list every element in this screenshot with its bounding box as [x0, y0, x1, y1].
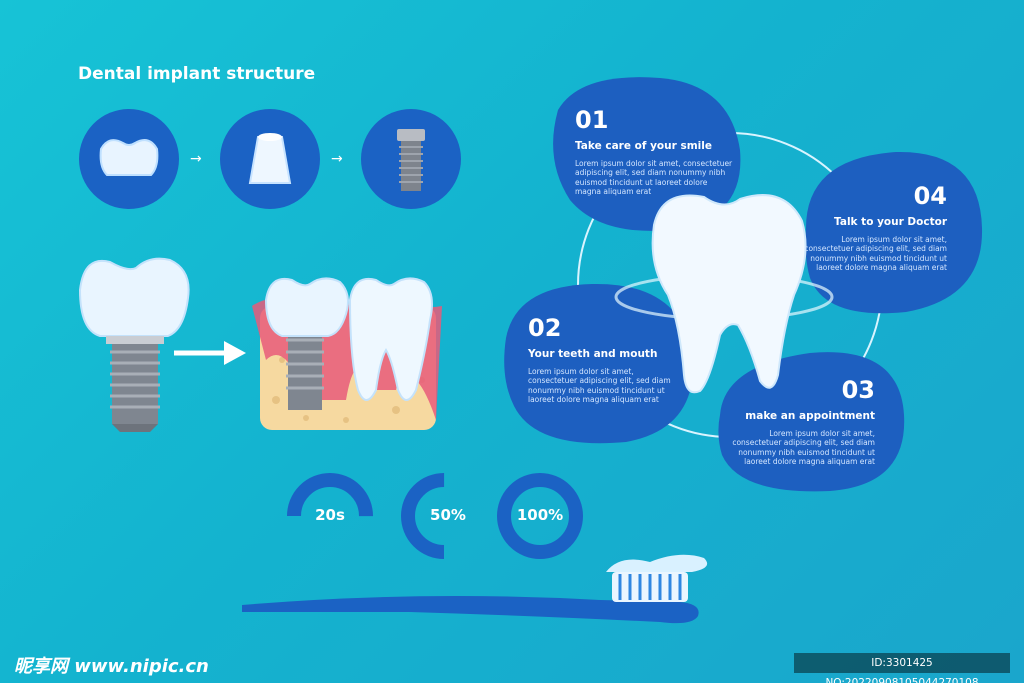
step-heading: Your teeth and mouth [528, 348, 658, 360]
blob-01 [553, 77, 741, 231]
step-heading: Take care of your smile [575, 140, 712, 152]
step-number: 02 [528, 314, 562, 342]
watermark-id: ID:3301425 NO:20220908105044270108 [794, 653, 1010, 683]
arrow-right-icon: → [190, 151, 202, 167]
step-01: 01 Take care of your smile Lorem ipsum d… [575, 106, 735, 197]
screw-icon [397, 129, 425, 191]
page-title: Dental implant structure [78, 64, 316, 84]
abutment-circle [220, 109, 320, 209]
toothbrush-illustration [242, 554, 708, 624]
ring-50 [401, 473, 487, 559]
arrow-right-icon: → [331, 151, 343, 167]
step-body: Lorem ipsum dolor sit amet, consectetuer… [575, 159, 733, 197]
watermark-left: 昵享网 www.nipic.cn [14, 656, 209, 677]
blob-04 [805, 151, 983, 314]
step-number: 04 [913, 182, 947, 210]
implant-illustration [78, 257, 190, 432]
step-heading: make an appointment [745, 410, 875, 422]
abutment-icon [248, 133, 292, 184]
blob-02 [504, 283, 694, 444]
step-number: 01 [575, 106, 609, 134]
step-heading: Talk to your Doctor [834, 216, 947, 228]
crown-circle [79, 109, 179, 209]
ring-100 [497, 473, 583, 559]
ring-label-20s: 20s [315, 506, 345, 524]
ring-label-50: 50% [430, 506, 466, 524]
step-body: Lorem ipsum dolor sit amet,consectetuer … [804, 235, 947, 273]
crown-icon [99, 139, 159, 176]
step-body: Lorem ipsum dolor sit amet,consectetuer … [528, 367, 671, 405]
step-04: 04 Talk to your Doctor Lorem ipsum dolor… [802, 182, 947, 273]
step-number: 03 [841, 376, 875, 404]
step-02: 02 Your teeth and mouth Lorem ipsum dolo… [528, 314, 688, 405]
ring-20s [287, 473, 373, 559]
step-03: 03 make an appointment Lorem ipsum dolor… [730, 376, 875, 467]
step-body: Lorem ipsum dolor sit amet,consectetuer … [732, 429, 875, 467]
big-tooth-illustration [614, 194, 834, 394]
ring-label-100: 100% [516, 506, 564, 524]
screw-circle [361, 109, 461, 209]
long-arrow-icon [174, 341, 246, 365]
gum-cross-section [252, 277, 442, 430]
